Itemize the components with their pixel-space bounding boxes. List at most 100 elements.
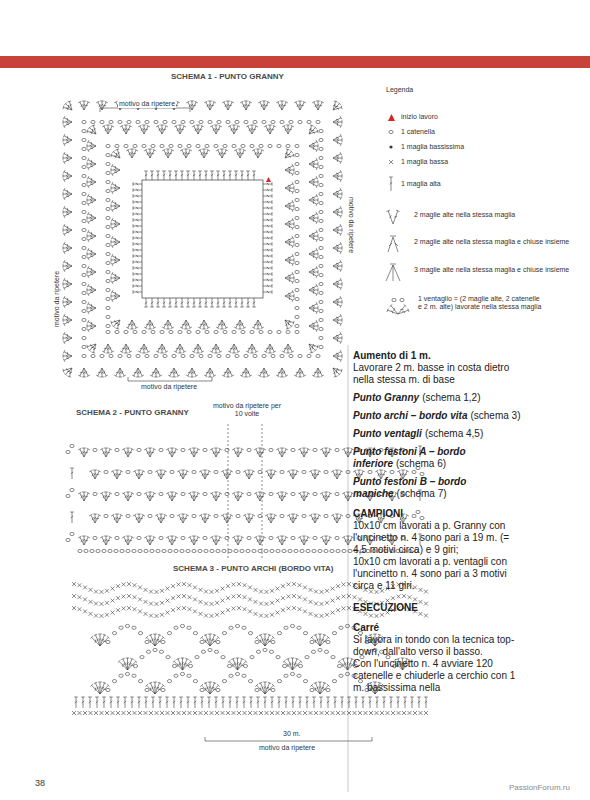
single-crochet-symbol <box>342 606 346 610</box>
double-crochet-symbol <box>375 697 379 708</box>
chain-symbol <box>247 536 251 539</box>
double-crochet-symbol <box>387 210 394 224</box>
double-crochet-symbol <box>222 368 228 377</box>
chain-symbol <box>295 189 299 192</box>
double-crochet-symbol <box>124 344 128 353</box>
single-crochet-symbol <box>116 596 120 600</box>
single-crochet-symbol <box>89 711 93 715</box>
chain-symbol <box>264 549 268 552</box>
double-crochet-symbol <box>333 266 342 272</box>
chain-symbol <box>342 549 346 552</box>
double-crochet-symbol <box>200 684 210 694</box>
chain-symbol <box>106 243 110 246</box>
double-crochet-symbol <box>111 222 120 226</box>
single-crochet-symbol <box>309 612 313 616</box>
single-crochet-symbol <box>358 711 362 715</box>
chain-symbol <box>339 626 343 629</box>
double-crochet-symbol <box>333 354 342 358</box>
double-crochet-symbol <box>193 697 197 708</box>
double-crochet-symbol <box>102 697 106 708</box>
chain-symbol <box>150 549 154 552</box>
double-crochet-symbol <box>338 660 348 670</box>
chain-symbol <box>324 470 328 473</box>
double-crochet-symbol <box>285 186 294 190</box>
double-crochet-symbol <box>347 697 351 708</box>
single-crochet-symbol <box>336 711 340 715</box>
chain-symbol <box>235 120 239 123</box>
double-crochet-symbol <box>246 344 252 353</box>
chain-symbol <box>82 183 86 186</box>
chain-symbol <box>137 448 141 451</box>
single-crochet-symbol <box>105 601 109 605</box>
chain-symbol <box>217 354 221 357</box>
double-crochet-symbol <box>150 149 156 158</box>
chain-symbol <box>241 144 245 147</box>
double-crochet-symbol <box>263 284 272 288</box>
chain-symbol <box>106 297 110 300</box>
double-crochet-symbol <box>133 242 142 246</box>
chain-symbol <box>136 354 140 357</box>
double-crochet-symbol <box>246 171 250 180</box>
double-crochet-symbol <box>128 660 138 670</box>
double-crochet-symbol <box>139 470 145 479</box>
double-crochet-symbol <box>216 298 220 307</box>
single-crochet-symbol <box>133 607 137 611</box>
chain-symbol <box>115 144 119 147</box>
chain-symbol <box>268 330 272 333</box>
repeat-note: motivo da ripetere <box>347 196 355 254</box>
double-crochet-symbol <box>95 697 99 708</box>
single-crochet-symbol <box>347 606 351 610</box>
single-crochet-symbol <box>369 614 373 618</box>
chain-symbol <box>236 470 240 473</box>
chain-symbol <box>226 354 230 357</box>
double-crochet-symbol <box>263 236 272 240</box>
chain-symbol <box>127 120 131 123</box>
chain-symbol <box>270 549 274 552</box>
single-crochet-symbol <box>325 601 329 605</box>
single-crochet-symbol <box>320 711 324 715</box>
chain-symbol <box>313 492 317 495</box>
double-crochet-symbol <box>63 336 72 340</box>
double-crochet-symbol <box>184 320 188 329</box>
chain-symbol <box>203 448 207 451</box>
chain-symbol <box>120 549 124 552</box>
double-crochet-symbol <box>133 278 142 282</box>
double-crochet-symbol <box>333 210 342 214</box>
double-crochet-symbol <box>310 636 320 646</box>
double-crochet-symbol <box>260 536 266 545</box>
single-crochet-symbol <box>389 160 393 164</box>
double-crochet-symbol <box>130 320 134 329</box>
chain-symbol <box>259 144 263 147</box>
double-crochet-symbol <box>92 125 96 134</box>
double-crochet-symbol <box>90 636 100 646</box>
single-crochet-symbol <box>226 711 230 715</box>
chain-symbol <box>161 640 165 643</box>
single-crochet-symbol <box>171 711 175 715</box>
chain-symbol <box>174 549 178 552</box>
double-crochet-symbol <box>111 290 120 296</box>
chain-symbol <box>319 282 323 285</box>
double-crochet-symbol <box>145 684 155 694</box>
single-crochet-symbol <box>89 612 93 616</box>
double-crochet-symbol <box>282 492 288 501</box>
chain-symbol <box>106 279 110 282</box>
double-crochet-symbol <box>333 318 342 322</box>
double-crochet-symbol <box>106 125 110 134</box>
double-crochet-symbol <box>269 514 273 523</box>
double-crochet-symbol <box>354 697 358 708</box>
chain-symbol <box>172 120 176 123</box>
chain-symbol <box>335 492 339 495</box>
chain-symbol <box>163 354 167 357</box>
double-crochet-symbol <box>234 298 238 307</box>
double-crochet-symbol <box>309 180 318 184</box>
double-crochet-symbol <box>285 168 294 172</box>
chain-symbol <box>115 536 119 539</box>
single-crochet-symbol <box>248 597 252 601</box>
double-crochet-symbol <box>204 298 208 307</box>
double-crochet-symbol <box>208 101 212 110</box>
double-crochet-symbol <box>263 224 272 228</box>
double-crochet-symbol <box>335 514 339 523</box>
double-crochet-symbol <box>87 248 96 254</box>
double-crochet-symbol <box>133 290 142 294</box>
single-crochet-symbol <box>83 585 87 589</box>
